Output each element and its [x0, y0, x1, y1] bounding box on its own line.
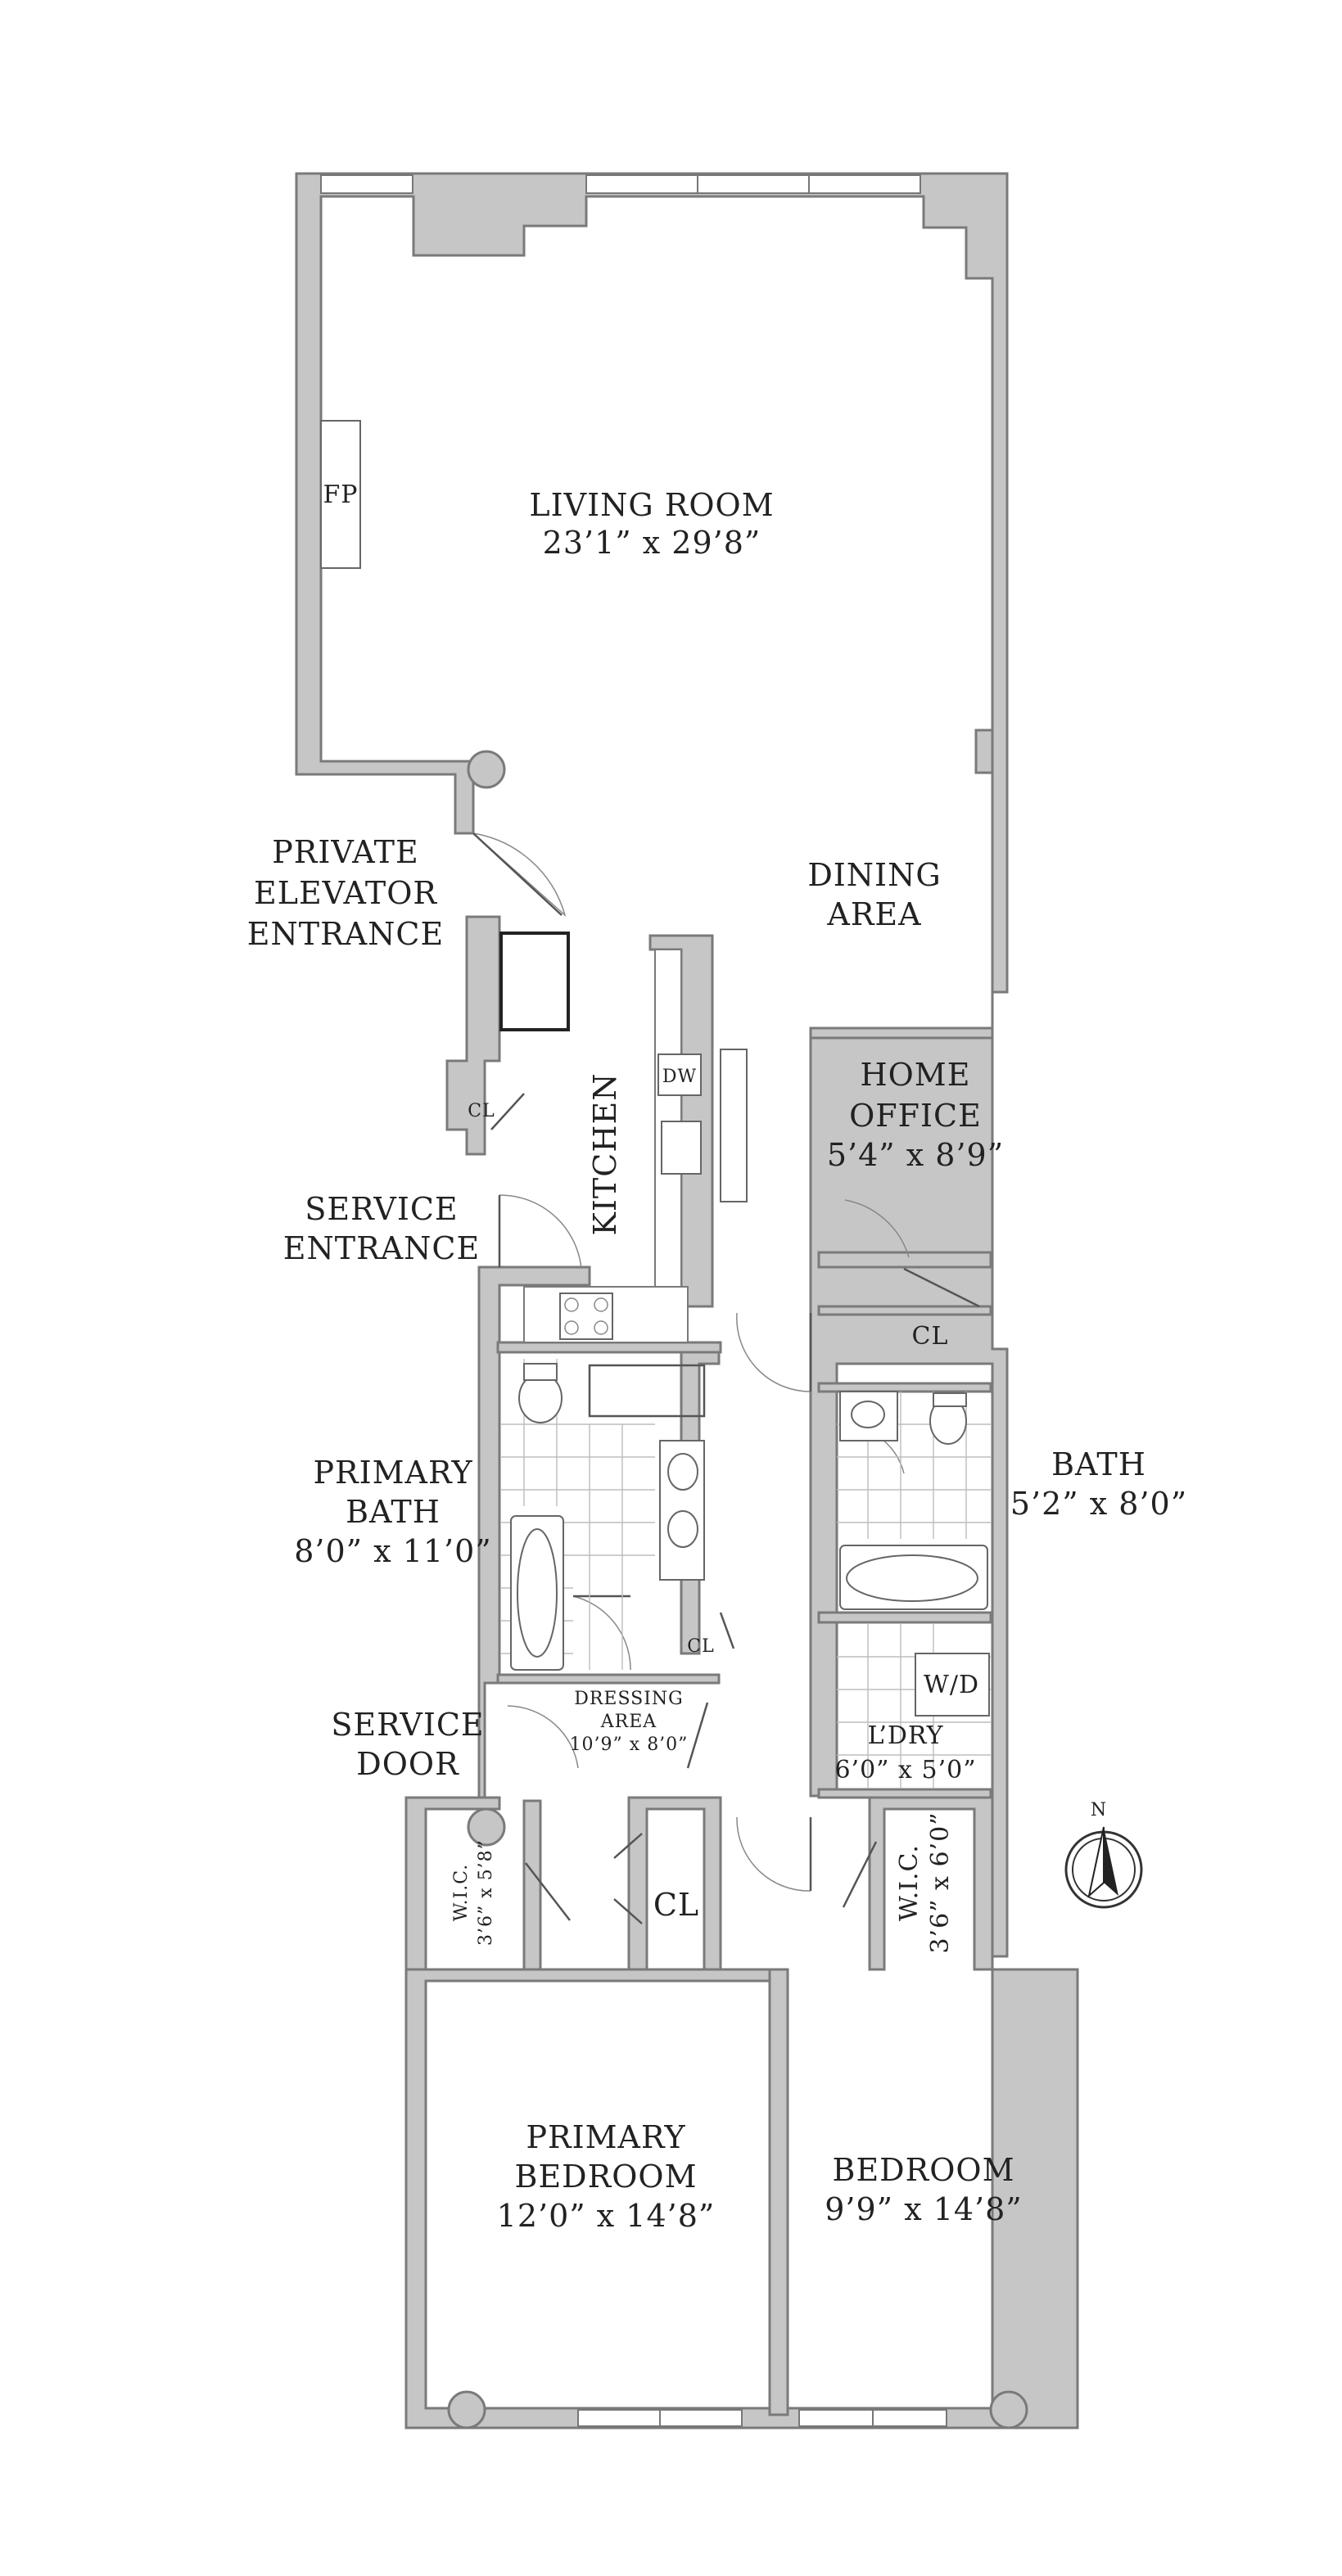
service-door-line1: SERVICE — [331, 1707, 484, 1743]
dining-area-line2: AREA — [826, 896, 921, 932]
dressing-line1: DRESSING — [574, 1689, 684, 1709]
bedroom-label: BEDROOM — [833, 2152, 1015, 2188]
columns — [447, 750, 1028, 2429]
laundry-fixtures — [837, 1624, 991, 1788]
dining-area-line1: DINING — [807, 857, 941, 893]
wic-primary-label: W.I.C. — [451, 1864, 472, 1922]
bath-size: 5’2” x 8’0” — [1010, 1486, 1187, 1522]
service-door-line2: DOOR — [356, 1746, 459, 1782]
dressing-closet-label: CL — [687, 1636, 714, 1657]
living-room-name: LIVING ROOM — [529, 487, 774, 523]
room-labels: LIVING ROOM 23’1” x 29’8” FP DINING AREA… — [247, 480, 1187, 2234]
compass-north-label: N — [1091, 1800, 1107, 1820]
home-office-size: 5’4” x 8’9” — [827, 1137, 1004, 1173]
compass — [1064, 1826, 1143, 1909]
primary-bath-size: 8’0” x 11’0” — [294, 1533, 491, 1569]
washer-dryer-label: W/D — [924, 1671, 979, 1699]
service-entrance-line1: SERVICE — [305, 1191, 458, 1227]
dressing-line2: AREA — [600, 1712, 657, 1732]
kitchen-counters — [499, 932, 748, 1343]
kitchen-label: KITCHEN — [587, 1073, 623, 1236]
laundry-size: 6’0” x 5’0” — [834, 1756, 976, 1784]
doors — [472, 832, 980, 1924]
primary-bedroom-line2: BEDROOM — [515, 2159, 698, 2195]
dishwasher-label: DW — [662, 1067, 697, 1087]
wic-bedroom-label: W.I.C. — [895, 1844, 924, 1921]
service-entrance-line2: ENTRANCE — [283, 1230, 480, 1266]
office-closet-label: CL — [912, 1322, 949, 1351]
wic-bedroom-size: 3’6” x 6’0” — [926, 1811, 955, 1953]
primary-bedroom-size: 12’0” x 14’8” — [497, 2198, 716, 2234]
fireplace — [320, 420, 361, 569]
windows — [320, 174, 947, 2427]
kitchen-closet-label: CL — [468, 1101, 495, 1121]
outer-walls — [295, 172, 1079, 2429]
primary-bath-line1: PRIMARY — [313, 1455, 472, 1491]
laundry-label: L’DRY — [868, 1721, 944, 1750]
wic-primary-size: 3’6” x 5’8” — [476, 1839, 496, 1946]
primary-bedroom-line1: PRIMARY — [526, 2119, 685, 2155]
bath-fixtures — [837, 1391, 991, 1610]
elevator-line2: ELEVATOR — [254, 875, 437, 911]
home-office-line1: HOME — [861, 1057, 971, 1093]
hall-closet-label: CL — [653, 1887, 699, 1923]
bedroom-size: 9’9” x 14’8” — [825, 2191, 1022, 2227]
primary-bath-fixtures — [501, 1359, 706, 1671]
primary-bath-line2: BATH — [346, 1494, 441, 1530]
fireplace-label: FP — [323, 480, 358, 509]
living-room-size: 23’1” x 29’8” — [543, 525, 761, 561]
elevator-line3: ENTRANCE — [247, 916, 444, 952]
dressing-size: 10’9” x 8’0” — [570, 1735, 689, 1755]
home-office-line2: OFFICE — [849, 1098, 982, 1134]
bath-label: BATH — [1051, 1446, 1146, 1482]
elevator-line1: PRIVATE — [272, 834, 419, 870]
